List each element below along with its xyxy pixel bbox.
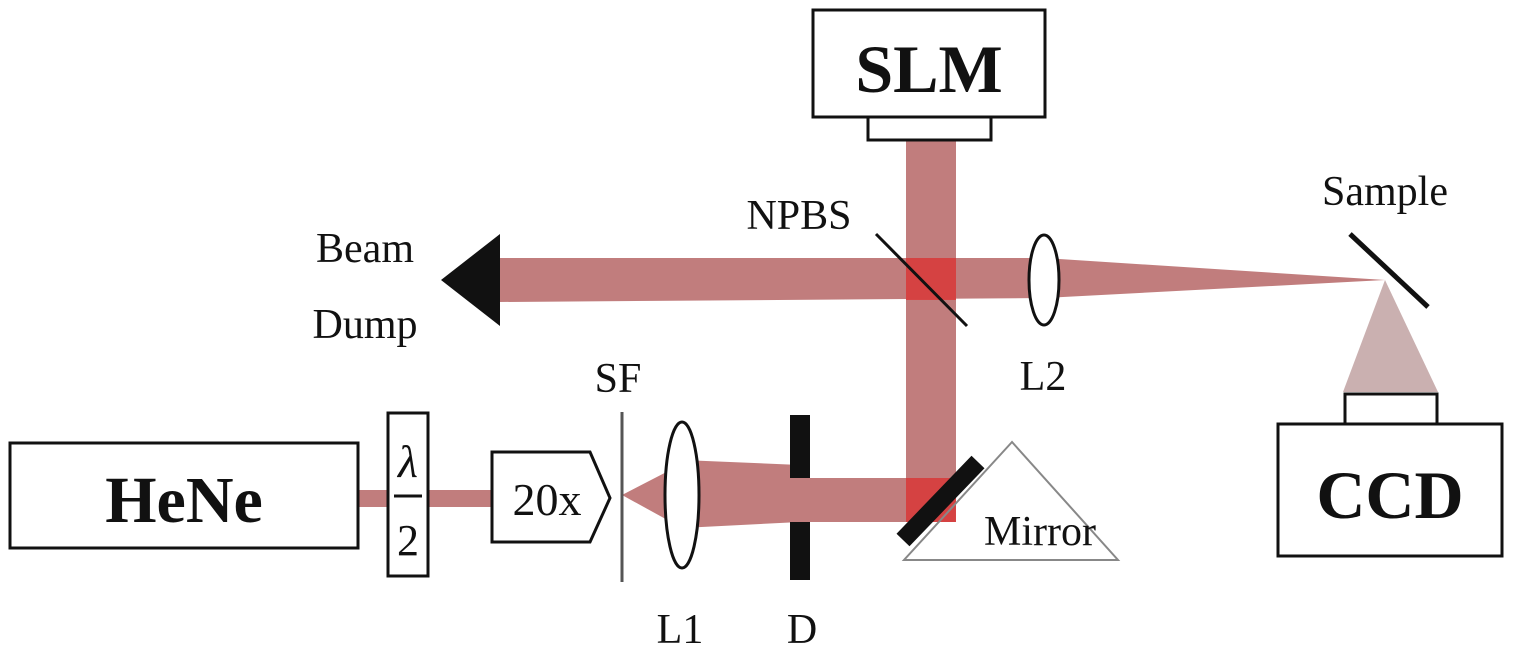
sample: Sample	[1322, 169, 1448, 309]
beam-dump-to-l2	[500, 258, 1044, 302]
mirror: Mirror	[896, 440, 1121, 561]
half-wave-plate: λ 2	[386, 411, 430, 578]
hene-laser: HeNe	[8, 441, 360, 550]
beam-dump-label-line1: Beam	[316, 226, 414, 272]
lens-l2-label: L2	[1020, 354, 1067, 400]
hene-label: HeNe	[105, 464, 263, 537]
lens-l1-label: L1	[657, 607, 704, 653]
npbs-label: NPBS	[746, 193, 851, 239]
beam-dump-label-line2: Dump	[313, 302, 418, 348]
mirror-label: Mirror	[984, 509, 1096, 555]
sample-label: Sample	[1322, 169, 1448, 215]
mirror-mount-triangle	[901, 440, 1121, 561]
beam-mirror-to-slm	[906, 140, 956, 522]
beam-focusing-to-sample	[1044, 258, 1385, 298]
beam-collimated-l1-to-mirror	[682, 460, 800, 528]
spatial-filter-label: SF	[595, 356, 642, 402]
diaphragm: D	[787, 415, 817, 653]
microscope-objective: 20x	[490, 450, 612, 544]
beam-dump: Beam Dump	[313, 226, 500, 348]
npbs-beam-overlap	[906, 258, 956, 300]
slm: SLM	[811, 8, 1047, 142]
lens-l1: L1	[657, 420, 704, 653]
npbs: NPBS	[746, 193, 969, 328]
spatial-filter: SF	[595, 356, 642, 582]
slm-label: SLM	[855, 31, 1002, 107]
objective-label: 20x	[513, 474, 582, 525]
ccd-label: CCD	[1316, 457, 1463, 533]
lens-l2: L2	[1020, 233, 1067, 400]
ccd-camera: CCD	[1276, 392, 1504, 558]
diaphragm-label: D	[787, 607, 817, 653]
scattered-light-cone	[1343, 280, 1438, 392]
half-wave-numerator: λ	[396, 436, 418, 487]
half-wave-denominator: 2	[397, 516, 419, 565]
